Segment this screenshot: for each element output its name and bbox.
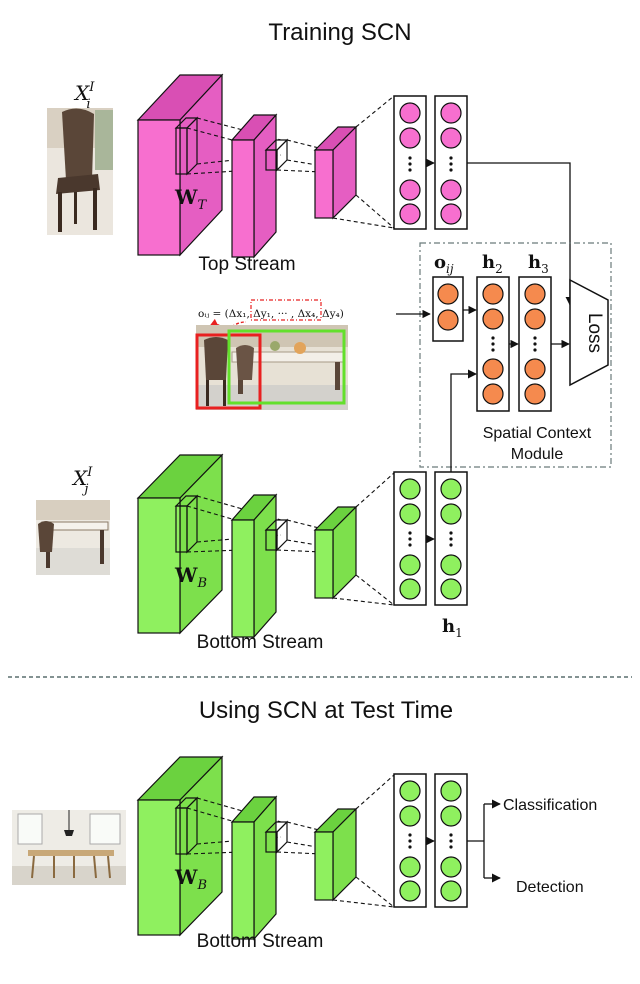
top-fc-links: [332, 95, 395, 229]
bottom-fc-layer-2: [434, 471, 468, 606]
output-branch-arrows: [467, 799, 501, 883]
training-title: Training SCN: [268, 19, 411, 46]
green-bbox: [227, 329, 346, 405]
h3-layer: [518, 276, 552, 412]
classification-label: Classification: [503, 797, 597, 814]
test-conv-block-1: [136, 755, 224, 937]
h3-label: h3: [528, 252, 549, 276]
test-fc-layer-1: [393, 773, 427, 908]
oij-label: oij: [434, 252, 454, 276]
loss-label: Loss: [584, 313, 605, 353]
chair-photo-icon: [47, 108, 113, 235]
top-fc-layer-1: [393, 95, 427, 230]
test-fc-layer-2: [434, 773, 468, 908]
test-room-photo-icon: [12, 810, 126, 885]
loss-block: [569, 278, 609, 387]
top-conv-block-1: [136, 73, 224, 257]
bottom-conv-block-2: [230, 493, 289, 639]
top-conv-block-2: [230, 113, 289, 259]
offset-formula: oᵢⱼ = (Δx₁, Δy₁, ··· , Δx₄, Δy₄): [198, 308, 344, 320]
bottom-conv-block-3: [313, 505, 358, 600]
h2-layer: [476, 276, 510, 412]
module-label: Module: [511, 446, 564, 463]
test-conv-block-2: [230, 795, 289, 941]
wt-label: WT: [174, 185, 207, 213]
bottom-fc-links: [332, 472, 395, 606]
top-to-loss-arrow: [467, 162, 575, 306]
bottom-conv-block-1: [136, 453, 224, 635]
wb-label: WB: [174, 563, 207, 591]
h2-label: h2: [482, 252, 503, 276]
spatial-context-module: [419, 242, 612, 468]
bottom-stream-label: Bottom Stream: [197, 632, 324, 653]
test-fc-links: [332, 774, 395, 908]
bottom-stream-test-label: Bottom Stream: [197, 931, 324, 952]
top-conv-block-3: [313, 125, 358, 220]
oij-layer: [432, 276, 464, 342]
top-fc-layer-2: [434, 95, 468, 230]
dining-room-photo-icon: [196, 325, 348, 410]
top-stream-label: Top Stream: [198, 254, 295, 275]
test-title: Using SCN at Test Time: [199, 697, 453, 724]
detection-label: Detection: [516, 879, 584, 896]
bottom-fc-layer-1: [393, 471, 427, 606]
h1-to-h2-arrow: [450, 369, 477, 472]
wb-test-label: WB: [174, 865, 207, 893]
table-photo-icon: [36, 500, 110, 575]
test-conv-block-3: [313, 807, 358, 902]
spatial-context-label: Spatial Context: [483, 425, 592, 442]
h1-label: h1: [442, 616, 463, 640]
